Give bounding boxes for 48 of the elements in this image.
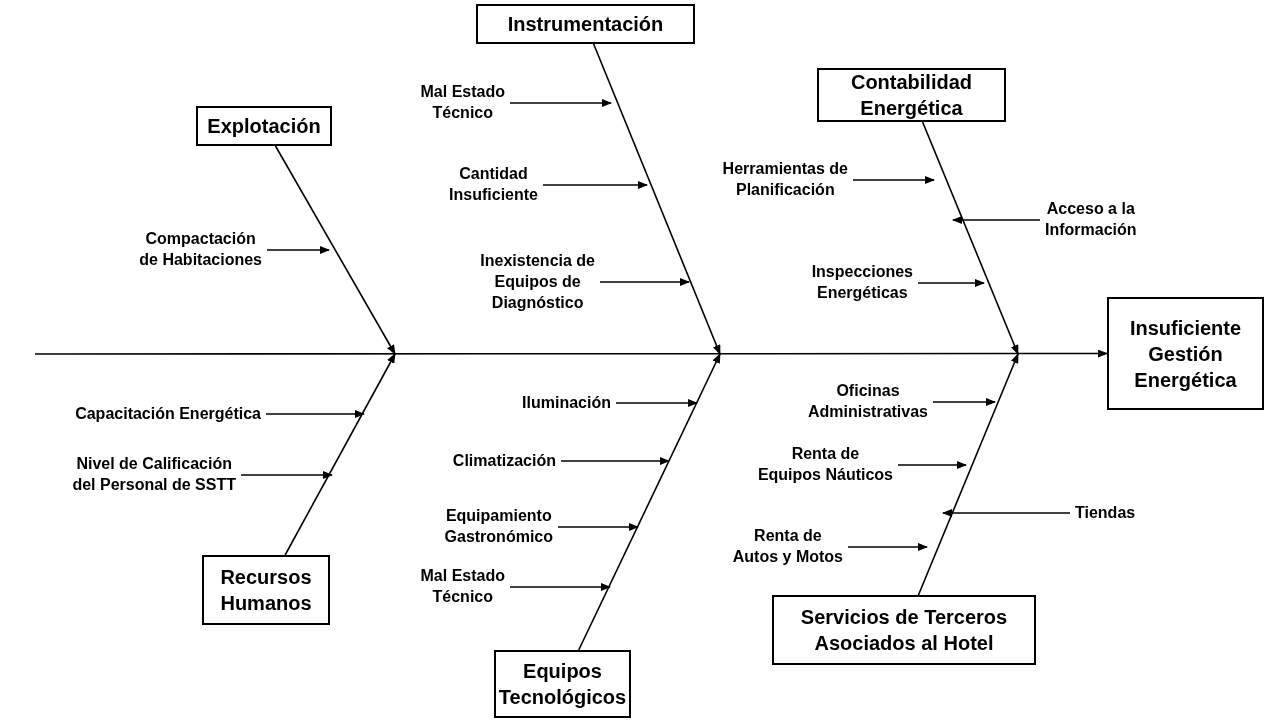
cause-label: Inspecciones Energéticas xyxy=(811,262,913,304)
arrow xyxy=(932,398,996,406)
cause-label: Compactación de Habitaciones xyxy=(139,229,262,271)
category-box: Instrumentación xyxy=(476,4,695,44)
arrow xyxy=(847,543,928,551)
category-box: Contabilidad Energética xyxy=(817,68,1006,122)
category-box: Equipos Tecnológicos xyxy=(494,650,631,718)
cause-label: Oficinas Administrativas xyxy=(807,381,928,423)
cause-label: Inexistencia de Equipos de Diagnóstico xyxy=(480,250,595,314)
arrow xyxy=(897,461,967,469)
cause-label: Herramientas de Planificación xyxy=(722,159,848,201)
arrow xyxy=(592,43,721,355)
arrow xyxy=(560,457,670,465)
arrow xyxy=(266,246,330,254)
arrow xyxy=(921,121,1019,355)
cause-label: Cantidad Insuficiente xyxy=(449,164,538,206)
cause-label: Renta de Equipos Náuticos xyxy=(757,444,893,486)
arrow xyxy=(599,278,690,286)
arrow xyxy=(577,353,721,651)
arrow xyxy=(509,99,612,107)
cause-label: Iluminación xyxy=(522,392,611,414)
cause-label: Mal Estado Técnico xyxy=(420,82,505,124)
cause-label: Capacitación Energética xyxy=(75,403,261,425)
arrow xyxy=(942,509,1071,517)
arrow xyxy=(852,176,935,184)
cause-label: Nivel de Calificación del Personal de SSTT xyxy=(72,454,236,496)
arrow xyxy=(274,145,396,355)
cause-label: Acceso a la Información xyxy=(1045,199,1137,241)
cause-label: Tiendas xyxy=(1075,502,1136,524)
cause-label: Renta de Autos y Motos xyxy=(732,526,843,568)
arrow xyxy=(284,353,396,556)
category-box: Recursos Humanos xyxy=(202,555,330,625)
cause-label: Equipamiento Gastronómico xyxy=(444,506,553,548)
category-box: Servicios de Terceros Asociados al Hotel xyxy=(772,595,1036,665)
arrow xyxy=(34,349,1108,358)
category-box: Explotación xyxy=(196,106,332,146)
cause-label: Climatización xyxy=(452,450,556,472)
arrow xyxy=(557,523,639,531)
arrow xyxy=(917,353,1019,596)
arrow xyxy=(240,471,333,479)
arrow xyxy=(952,216,1041,224)
arrow xyxy=(509,583,611,591)
arrow xyxy=(542,181,648,189)
arrow xyxy=(615,399,698,407)
effect-box: Insuficiente Gestión Energética xyxy=(1107,297,1264,410)
cause-label: Mal Estado Técnico xyxy=(420,566,505,608)
arrow xyxy=(265,410,365,418)
arrow xyxy=(917,279,985,287)
